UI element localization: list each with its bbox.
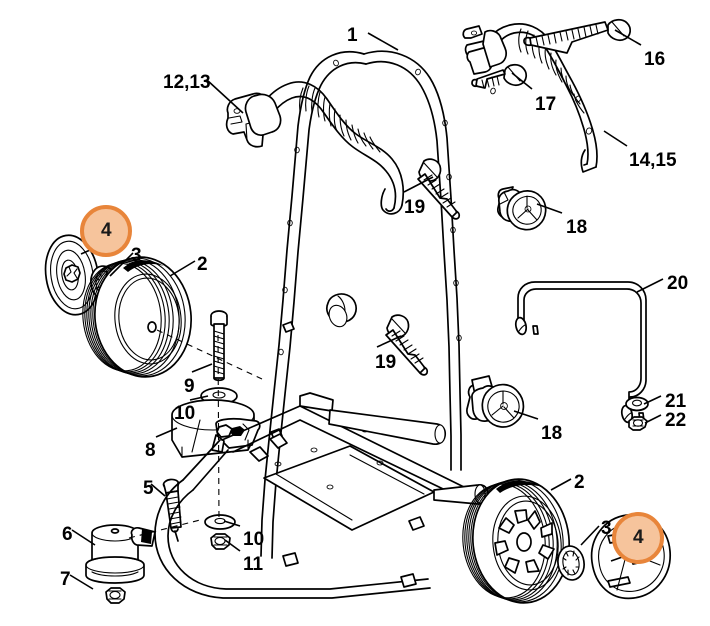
wheel-left-2 bbox=[82, 256, 192, 378]
base-chassis bbox=[130, 392, 489, 599]
callout-5: 5 bbox=[143, 478, 154, 499]
callout-7: 7 bbox=[60, 569, 71, 590]
callout-19-upper: 19 bbox=[404, 197, 426, 218]
callout-14-15: 14,15 bbox=[629, 150, 677, 171]
callout-10-lower: 10 bbox=[243, 529, 265, 550]
callout-16: 16 bbox=[644, 49, 666, 70]
highlight-circle-part-4-left[interactable] bbox=[80, 205, 132, 257]
callout-10-upper: 10 bbox=[174, 403, 196, 424]
highlight-circle-part-4-right[interactable] bbox=[612, 512, 664, 564]
callout-11: 11 bbox=[243, 554, 264, 575]
callout-18-lower: 18 bbox=[541, 423, 563, 444]
highlight-label-part-4-left: 4 bbox=[101, 220, 112, 241]
callout-12-13: 12,13 bbox=[163, 72, 211, 93]
retaining-ring-right-3 bbox=[557, 545, 585, 581]
callout-20: 20 bbox=[667, 273, 689, 294]
washer-21 bbox=[625, 396, 649, 412]
callout-21: 21 bbox=[665, 391, 687, 412]
callout-1: 1 bbox=[347, 25, 358, 46]
callout-17: 17 bbox=[535, 94, 557, 115]
nut-11 bbox=[210, 533, 231, 550]
wheel-right-2 bbox=[462, 478, 571, 604]
callout-6: 6 bbox=[62, 524, 73, 545]
washer-10-lower bbox=[204, 514, 236, 530]
screw-16 bbox=[523, 19, 631, 54]
callout-18-upper: 18 bbox=[566, 217, 588, 238]
screw-5 bbox=[162, 478, 182, 542]
callout-8: 8 bbox=[145, 440, 156, 461]
highlight-label-part-4-right: 4 bbox=[633, 527, 644, 548]
leader-lines bbox=[69, 29, 664, 590]
u-shaped-tube-20 bbox=[514, 281, 647, 424]
frame-pivot-collar bbox=[326, 293, 357, 328]
callout-9: 9 bbox=[184, 376, 195, 397]
callout-3-right: 3 bbox=[601, 518, 612, 539]
nut-7 bbox=[105, 587, 126, 604]
axle-bracket-18-lower bbox=[466, 375, 525, 428]
nut-22 bbox=[628, 416, 648, 431]
callout-22: 22 bbox=[665, 410, 687, 431]
screw-19-upper bbox=[417, 158, 461, 220]
callout-2-right: 2 bbox=[574, 472, 585, 493]
rubber-foot-6 bbox=[85, 524, 145, 584]
callout-3-left: 3 bbox=[131, 245, 142, 266]
callout-2-left: 2 bbox=[197, 254, 208, 275]
side-handle-bar bbox=[462, 23, 598, 173]
handle-bar-assembly bbox=[225, 81, 405, 215]
axle-bracket-18-upper bbox=[497, 186, 547, 231]
callout-19-lower: 19 bbox=[375, 352, 397, 373]
bolt-9 bbox=[210, 310, 228, 382]
screw-19-lower bbox=[385, 314, 429, 376]
